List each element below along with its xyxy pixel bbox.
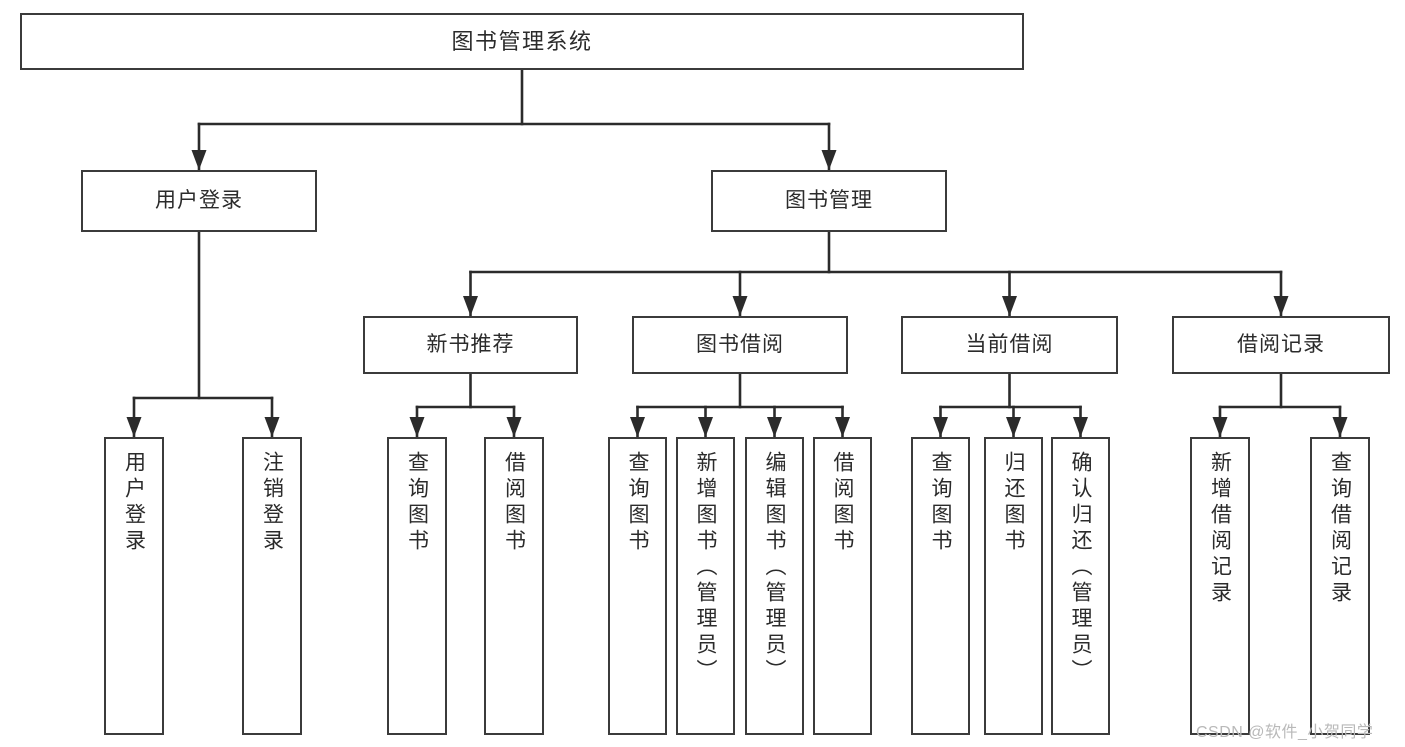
node-label: 新增图书（管理员） (694, 451, 717, 685)
node-label: 查询图书 (929, 451, 952, 555)
leaf-return-book[interactable]: 归还图书 (984, 437, 1043, 735)
leaf-borrow-book-recommend[interactable]: 借阅图书 (484, 437, 544, 735)
node-label: 当前借阅 (965, 332, 1054, 356)
node-label: 图书管理 (785, 188, 873, 212)
node-new-book-recommend[interactable]: 新书推荐 (363, 316, 578, 374)
node-label: 用户登录 (155, 188, 243, 212)
node-label: 编辑图书（管理员） (763, 451, 786, 685)
node-user-login[interactable]: 用户登录 (81, 170, 317, 232)
node-label: 归还图书 (1002, 451, 1025, 555)
node-label: 查询图书 (626, 451, 649, 555)
leaf-confirm-return[interactable]: 确认归还（管理员） (1051, 437, 1110, 735)
leaf-query-book-borrow[interactable]: 查询图书 (608, 437, 667, 735)
node-label: 确认归还（管理员） (1069, 451, 1092, 685)
node-label: 查询借阅记录 (1328, 451, 1352, 607)
node-label: 借阅记录 (1237, 332, 1325, 356)
node-label: 注销登录 (260, 451, 284, 555)
leaf-borrow-book[interactable]: 借阅图书 (813, 437, 872, 735)
node-label: 新增借阅记录 (1208, 451, 1232, 607)
watermark: CSDN @软件_小贺同学 (1196, 724, 1374, 741)
leaf-add-borrow-record[interactable]: 新增借阅记录 (1190, 437, 1250, 735)
leaf-add-book[interactable]: 新增图书（管理员） (676, 437, 735, 735)
leaf-query-book-current[interactable]: 查询图书 (911, 437, 970, 735)
node-book-borrow[interactable]: 图书借阅 (632, 316, 848, 374)
leaf-query-book-recommend[interactable]: 查询图书 (387, 437, 447, 735)
node-label: 借阅图书 (502, 451, 526, 555)
node-book-manage[interactable]: 图书管理 (711, 170, 947, 232)
leaf-query-borrow-record[interactable]: 查询借阅记录 (1310, 437, 1370, 735)
leaf-logout[interactable]: 注销登录 (242, 437, 302, 735)
node-label: 图书管理系统 (451, 28, 593, 54)
node-label: 借阅图书 (831, 451, 854, 555)
leaf-user-login[interactable]: 用户登录 (104, 437, 164, 735)
node-label: 图书借阅 (696, 332, 784, 356)
leaf-edit-book[interactable]: 编辑图书（管理员） (745, 437, 804, 735)
node-label: 用户登录 (122, 451, 146, 555)
node-label: 新书推荐 (426, 332, 515, 356)
node-current-borrow[interactable]: 当前借阅 (901, 316, 1118, 374)
node-root[interactable]: 图书管理系统 (20, 13, 1024, 70)
node-label: 查询图书 (405, 451, 429, 555)
node-borrow-record[interactable]: 借阅记录 (1172, 316, 1390, 374)
